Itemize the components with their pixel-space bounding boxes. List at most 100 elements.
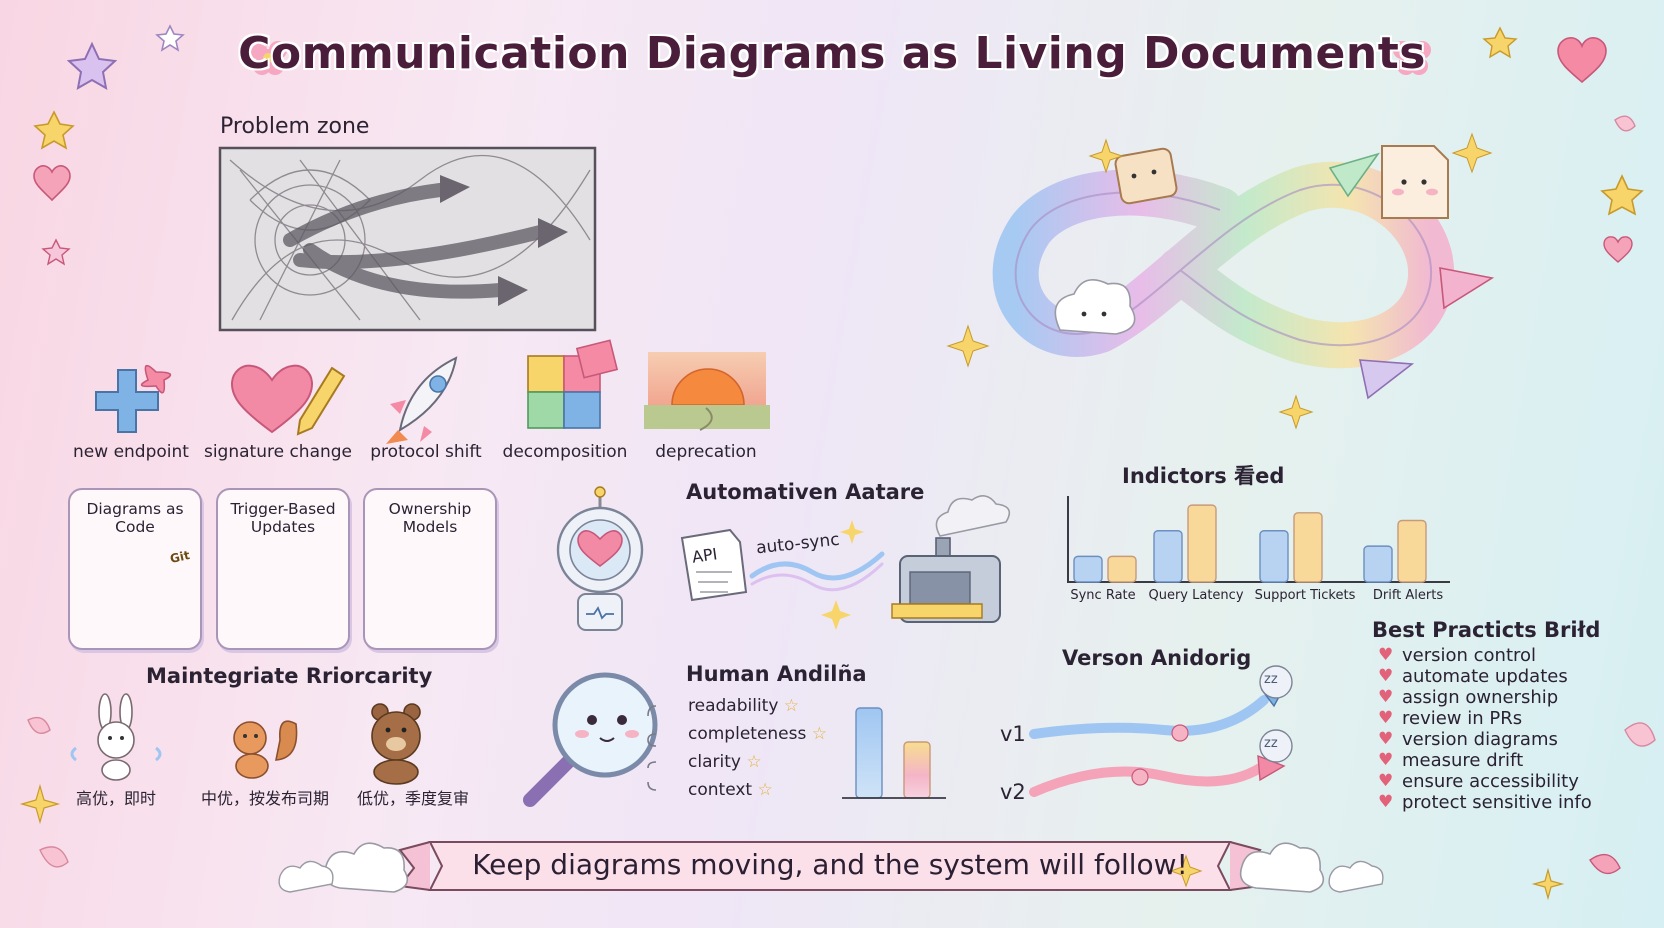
trigger-signature-change: signature change — [203, 442, 353, 462]
heart-pencil-icon — [230, 364, 346, 436]
practice-card-ownership-models: Ownership Models — [363, 488, 497, 650]
practice-card-diagrams-as-code: Diagrams as Code Git — [68, 488, 202, 650]
heart-icon: ♥ — [1378, 645, 1394, 665]
best-practice-label: measure drift — [1402, 750, 1524, 771]
bar-label-sync-rate: Sync Rate — [1070, 588, 1136, 603]
best-practice-label: review in PRs — [1402, 708, 1523, 729]
footer-banner: Keep diagrams moving, and the system wil… — [472, 848, 1188, 881]
star-icon — [33, 110, 75, 150]
version-v1-label: v1 — [1000, 722, 1026, 746]
criterion-readability: readability ☆ — [688, 696, 799, 716]
bunny-icon — [70, 693, 162, 781]
version-v2-label: v2 — [1000, 780, 1026, 804]
heart-icon — [1557, 37, 1607, 84]
page-title: Communication Diagrams as Living Documen… — [238, 28, 1426, 79]
indicator-bar — [1363, 545, 1393, 583]
heart-icon: ♥ — [1378, 687, 1394, 707]
heart-icon: ♥ — [1378, 792, 1394, 812]
sleep-zz-icon: zz — [1264, 736, 1278, 751]
heart-icon: ♥ — [1378, 708, 1394, 728]
bar-label-support-tickets: Support Tickets — [1254, 588, 1356, 603]
practice-card-trigger-based-updates: Trigger-Based Updates — [216, 488, 350, 650]
criterion-clarity: clarity ☆ — [688, 752, 762, 772]
indicator-bar — [1397, 519, 1427, 583]
practice-card-title: Trigger-Based Updates — [230, 500, 336, 536]
sparkle-icon — [19, 783, 1565, 901]
criterion-label: completeness — [688, 724, 807, 744]
magnifier-icon — [523, 672, 658, 807]
star-icon — [41, 238, 71, 266]
criterion-context: context ☆ — [688, 780, 773, 800]
heart-icon: ♥ — [1378, 750, 1394, 770]
star-icon — [1600, 174, 1644, 216]
trigger-protocol-shift: protocol shift — [370, 442, 482, 462]
plus-bow-icon — [95, 364, 172, 433]
best-practice-item: ♥ assign ownership — [1378, 687, 1592, 708]
bar-label-drift-alerts: Drift Alerts — [1372, 588, 1444, 603]
human-review-heading: Human Andilña — [686, 662, 867, 686]
priority-high-label: 高优，即时 — [75, 789, 156, 808]
best-practice-label: version diagrams — [1402, 729, 1558, 750]
trigger-decomposition: decomposition — [502, 442, 628, 462]
practice-card-title: Ownership Models — [388, 500, 472, 536]
machine-icon — [891, 495, 1011, 623]
indicator-bar — [1293, 512, 1323, 583]
review-mini-chart — [842, 707, 946, 799]
best-practice-item: ♥ ensure accessibility — [1378, 771, 1592, 792]
indicators-axis — [1067, 496, 1450, 583]
indicator-bar — [1259, 530, 1289, 583]
best-practice-item: ♥version control — [1378, 645, 1592, 666]
best-practice-label: protect sensitive info — [1402, 792, 1592, 813]
sleep-zz-icon: zz — [1264, 672, 1278, 687]
best-practice-item: ♥ measure drift — [1378, 750, 1592, 771]
best-practices-list: ♥version control ♥ automate updates ♥ assi… — [1378, 645, 1592, 813]
practice-card-title: Diagrams as Code — [86, 500, 184, 536]
heart-icon — [33, 165, 71, 202]
indicator-bar — [1107, 555, 1137, 583]
bear-icon — [371, 703, 421, 785]
star-icon: ☆ — [811, 724, 828, 744]
criterion-label: clarity — [688, 752, 741, 772]
best-practice-item: ♥ review in PRs — [1378, 708, 1592, 729]
best-practice-item: ♥ version diagrams — [1378, 729, 1592, 750]
git-tag: Git — [168, 548, 191, 566]
automation-heading: Automativen Aatare — [686, 480, 925, 504]
heart-icon: ♥ — [1378, 666, 1394, 686]
version-arrows — [1029, 665, 1293, 797]
star-icon: ☆ — [746, 752, 762, 772]
priority-low-label: 低优，季度复审 — [356, 789, 469, 808]
indicator-bar — [1153, 530, 1183, 583]
criterion-completeness: completeness ☆ — [688, 724, 827, 744]
star-icon — [66, 41, 118, 90]
best-practice-label: ensure accessibility — [1402, 771, 1579, 792]
star-icon: ☆ — [783, 696, 800, 716]
api-doc-label: API — [690, 544, 719, 567]
flower-icon — [249, 41, 287, 75]
sunset-icon — [644, 352, 770, 431]
flower-icon — [1393, 41, 1431, 75]
best-practice-item: ♥ protect sensitive info — [1378, 792, 1592, 813]
criteria-bracket — [647, 705, 657, 791]
star-icon — [155, 24, 185, 52]
trigger-deprecation: deprecation — [655, 442, 757, 462]
heart-icon — [1603, 236, 1633, 263]
indicator-bar — [1073, 555, 1103, 583]
bar-label-query-latency: Query Latency — [1148, 588, 1244, 603]
star-icon — [1482, 26, 1518, 59]
puzzle-icon — [527, 339, 619, 429]
indicators-bar-chart — [1073, 504, 1427, 583]
sync-wave-icon — [749, 520, 885, 630]
rocket-icon — [386, 356, 458, 444]
best-practice-label: assign ownership — [1402, 687, 1559, 708]
indicators-heading: Indictors 看ed — [1122, 464, 1285, 488]
heart-icon: ♥ — [1378, 729, 1394, 749]
problem-zone-label: Problem zone — [220, 114, 370, 139]
trigger-new-endpoint: new endpoint — [73, 442, 189, 462]
infinity-loop-illustration — [946, 132, 1495, 430]
robot-icon — [556, 486, 644, 631]
cloud-icon — [278, 842, 1384, 893]
priority-mid-label: 中优，按发布司期 — [200, 789, 329, 808]
best-practice-label: automate updates — [1402, 666, 1568, 687]
criterion-label: readability — [688, 696, 779, 716]
heart-icon: ♥ — [1378, 771, 1394, 791]
